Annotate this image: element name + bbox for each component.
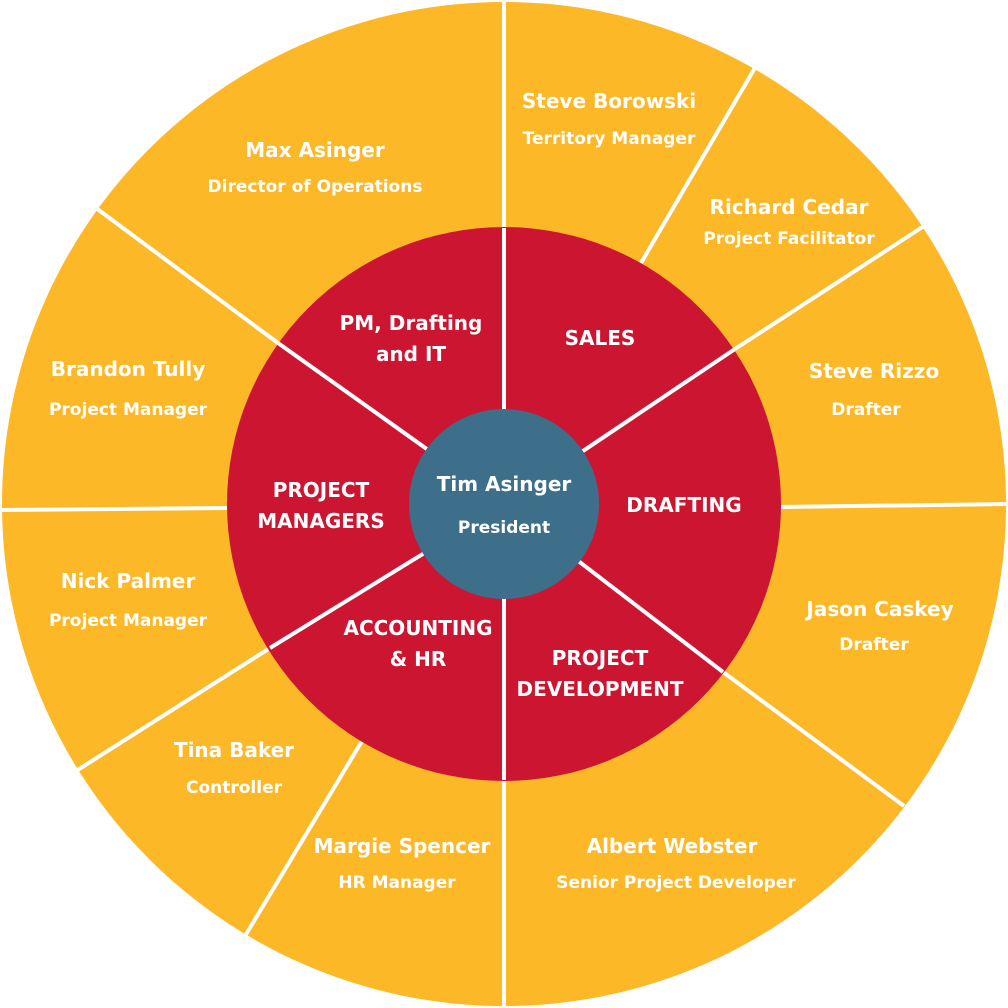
person-name: Steve Borowski xyxy=(522,89,696,113)
person-role: HR Manager xyxy=(338,873,456,893)
dept-sales: SALES xyxy=(565,326,636,350)
person-name: Richard Cedar xyxy=(710,195,869,219)
center-circle xyxy=(409,409,599,599)
dept-drafting: DRAFTING xyxy=(626,493,741,517)
person-name: Albert Webster xyxy=(587,834,758,858)
divider-outer-10 xyxy=(94,206,280,345)
person-name: Margie Spencer xyxy=(314,834,491,858)
person-role: Drafter xyxy=(831,400,901,420)
person-role: Project Manager xyxy=(49,400,208,420)
dept-project-development-line1: PROJECT xyxy=(552,646,649,670)
dept-pm-drafting-it-line1: PM, Drafting xyxy=(340,311,483,335)
department-labels: PM, Drafting and IT SALES DRAFTING PROJE… xyxy=(257,311,741,701)
dept-pm-drafting-it-line2: and IT xyxy=(376,342,446,366)
person-name: Jason Caskey xyxy=(804,597,953,621)
dept-accounting-hr-line1: ACCOUNTING xyxy=(343,616,492,640)
dept-accounting-hr-line2: & HR xyxy=(390,647,447,671)
person-name: Steve Rizzo xyxy=(809,359,939,383)
person-role: Project Manager xyxy=(49,611,208,631)
president-title: President xyxy=(458,518,550,538)
people-labels: Max Asinger Director of Operations Steve… xyxy=(49,89,954,893)
dept-project-managers-line2: MANAGERS xyxy=(257,509,384,533)
divider-outer-8 xyxy=(74,646,272,773)
dept-project-managers-line1: PROJECT xyxy=(273,478,370,502)
person-name: Nick Palmer xyxy=(61,569,196,593)
person-role: Project Facilitator xyxy=(703,229,875,249)
person-name: Max Asinger xyxy=(245,138,385,162)
person-role: Drafter xyxy=(839,635,909,655)
person-role: Director of Operations xyxy=(208,177,423,197)
divider-outer-2 xyxy=(639,64,758,265)
divider-outer-3 xyxy=(733,224,926,351)
divider-outer-7 xyxy=(243,739,364,938)
person-role: Senior Project Developer xyxy=(556,873,796,893)
person-name: Brandon Tully xyxy=(51,357,206,381)
divider-outer-9 xyxy=(0,506,229,512)
person-role: Controller xyxy=(186,778,283,798)
dept-project-development-line2: DEVELOPMENT xyxy=(516,677,683,701)
person-role: Territory Manager xyxy=(523,129,696,149)
divider-outer-4 xyxy=(779,502,1008,509)
divider-outer-5 xyxy=(721,670,906,808)
president-name: Tim Asinger xyxy=(437,472,572,496)
person-name: Tina Baker xyxy=(174,738,294,762)
